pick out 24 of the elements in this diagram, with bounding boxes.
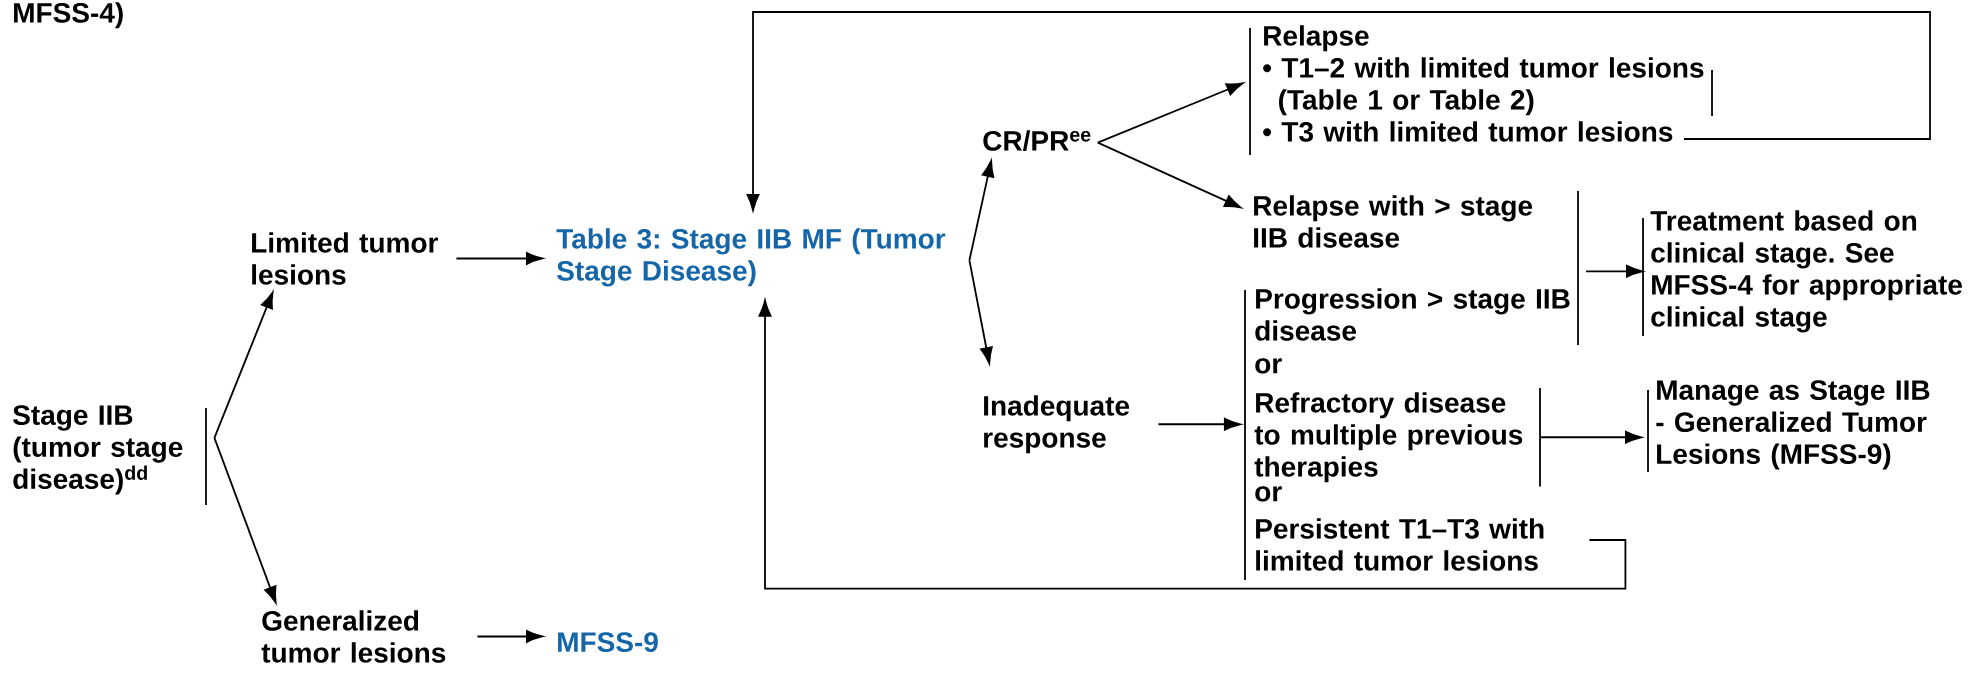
flow-text: Manage as Stage IIB - Generalized Tumor Lesions (MFSS-9) [1656,380,1930,470]
arrow [968,259,993,364]
flow-text: Table 3: Stage IIB MF (Tumor Stage Disease) [556,228,946,287]
flow-text: Relapse • T1–2 with limited tumor lesions (Table 1 or Table 2) • T3 with limited tumor lesions [1263,25,1704,142]
flow-text: MFSS-9 [558,632,658,653]
arrow [1096,141,1242,209]
arrow [1096,82,1244,144]
arrow [1577,190,1643,346]
flow-text: Inadequate response [984,395,1130,454]
flow-text: Generalized tumor lesions [261,610,446,663]
flow-text: Persistent T1–T3 with limited tumor lesions [1256,518,1544,571]
arrow [1157,417,1241,431]
flow-text: Limited tumor lesions [252,232,438,285]
flow-text: Stage IIB (tumor stage disease)$^{dd}$ [13,405,183,495]
arrow [213,291,274,439]
arrow [1539,387,1642,488]
arrow [746,11,1931,211]
arrow [758,299,1627,590]
flow-text: Treatment based on clinical stage. See MFSS-4 for appropriate clinical stage [1650,210,1962,333]
note-text: MFSS-4) [14,2,123,29]
arrow [968,160,995,262]
flow-text: Relapse with > stage IIB disease [1254,195,1533,248]
flow-text: CR/PR$^{ee}$ [983,130,1091,152]
arrow [213,437,277,604]
